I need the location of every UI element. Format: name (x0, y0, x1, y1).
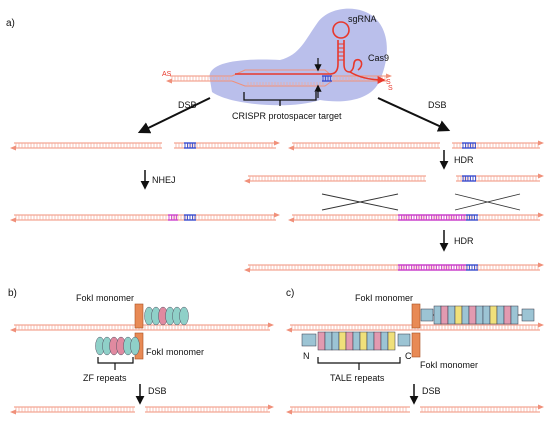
dna-cut-left (10, 140, 280, 151)
fokl-b-top (134, 303, 144, 329)
c-term-label: C (405, 351, 412, 361)
fokl-b-top-label: FokI monomer (76, 293, 134, 303)
dsb-arrow-right (377, 97, 451, 132)
strand-s-label: S (388, 85, 393, 92)
tale-array-bottom (301, 331, 411, 351)
zf-repeats-label: ZF repeats (83, 373, 127, 383)
fokl-b-bottom-label: FokI monomer (146, 347, 204, 357)
dna-repaired-nhej (10, 212, 280, 223)
fokl-c-top-label: FokI monomer (355, 293, 413, 303)
zf-array-top (144, 306, 189, 326)
dna-cut-right (288, 140, 544, 151)
cas9-label: Cas9 (368, 53, 389, 63)
fokl-c-top (411, 303, 421, 329)
talen-cut-dna (286, 404, 544, 415)
fokl-c-bottom-label: FokI monomer (420, 360, 478, 370)
dsb-left-label: DSB (178, 100, 197, 110)
nhej-label: NHEJ (152, 175, 176, 185)
tale-repeats-label: TALE repeats (330, 373, 385, 383)
crossover-lines (321, 193, 521, 211)
sgrna-structure (235, 21, 386, 84)
hdr-2-label: HDR (454, 236, 474, 246)
tale-array-top (420, 305, 535, 325)
tale-bracket (317, 357, 401, 364)
hdr-1-label: HDR (454, 155, 474, 165)
panel-a-label: a) (6, 18, 15, 29)
fokl-c-bottom (411, 332, 421, 358)
dsb-b-label: DSB (148, 386, 167, 396)
zfn-cut-dna (10, 404, 274, 415)
dna-repaired-hdr (244, 262, 544, 273)
strand-s-end-label: S (386, 79, 391, 86)
zf-bracket (97, 357, 134, 364)
zf-array-bottom (95, 336, 140, 356)
sgrna-label: sgRNA (348, 14, 377, 24)
dna-hdr-template (244, 173, 544, 223)
dsb-c-label: DSB (422, 386, 441, 396)
dsb-arrow-left (137, 97, 211, 134)
panel-b-label: b) (8, 288, 17, 299)
dsb-right-label: DSB (428, 100, 447, 110)
protospacer-label: CRISPR protospacer target (232, 111, 342, 121)
talen-target-dna (286, 322, 544, 333)
panel-c-label: c) (286, 288, 294, 299)
n-term-label: N (303, 351, 310, 361)
strand-as-label: AS (162, 71, 172, 78)
